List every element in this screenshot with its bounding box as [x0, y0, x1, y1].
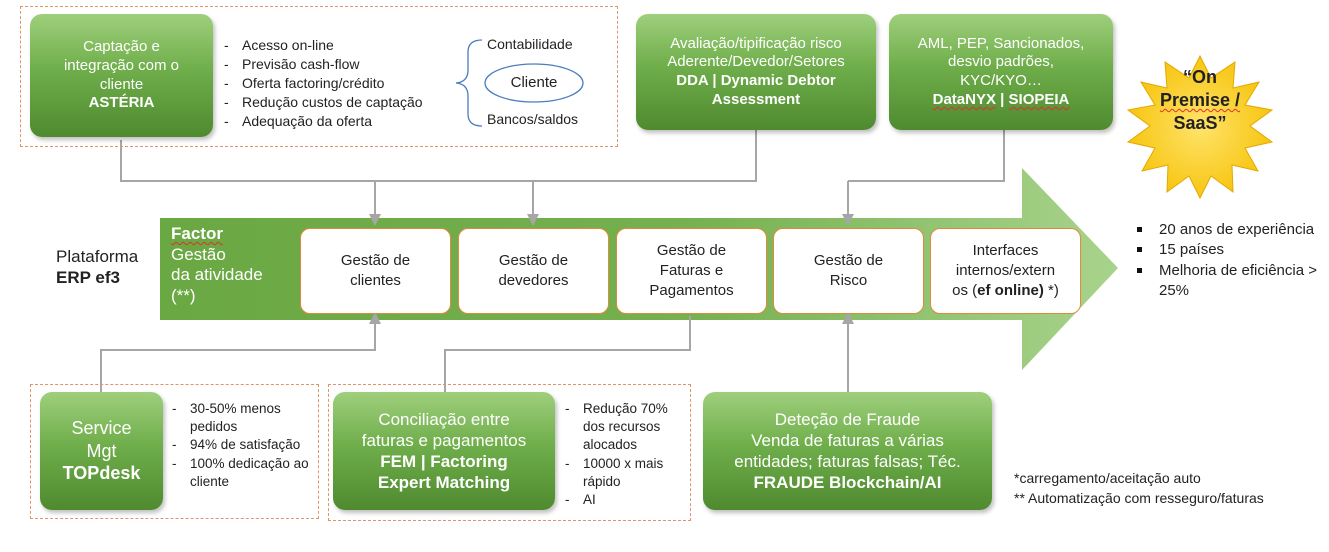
interfaces-line-3c: *)	[1043, 282, 1059, 300]
module-risk-management: Gestão de Risco	[773, 228, 924, 314]
brace-bottom-label: Bancos/saldos	[487, 111, 579, 127]
star-line-3: SaaS”	[1173, 113, 1227, 134]
module-line: devedores	[498, 272, 569, 289]
aml-line-2: desvio padrões,	[948, 53, 1054, 71]
asteria-line-1: Captação e	[83, 38, 160, 55]
fem-bullets: Redução 70% dos recursos alocados 10000 …	[563, 400, 687, 510]
asteria-line-3: cliente	[99, 75, 144, 93]
benefits-list: 20 anos de experiência 15 países Melhori…	[1133, 220, 1323, 301]
fem-line-1: Conciliação entre	[378, 409, 510, 429]
interfaces-line-1: Interfaces	[972, 241, 1039, 259]
asteria-line-2: integração com o	[63, 56, 180, 74]
star-line-1: “On	[1183, 67, 1217, 87]
footnotes: *carregamento/aceitação auto ** Automati…	[1014, 469, 1264, 508]
factor-label: Factor Gestão da atividade (**)	[171, 224, 263, 307]
platform-label: Plataforma ERP ef3	[56, 246, 138, 289]
star-line-2: Premise /	[1159, 90, 1241, 111]
brace-center-label: Cliente	[510, 74, 558, 91]
aml-brand-b: SIOPEIA	[1008, 90, 1070, 108]
service-bullet: 100% dedicação ao cliente	[170, 455, 315, 491]
service-bullet: 94% de satisfação	[170, 436, 315, 454]
dda-bold-2: Assessment	[711, 90, 801, 108]
module-interfaces: Interfaces internos/extern os (ef online…	[930, 228, 1081, 314]
service-bullets: 30-50% menos pedidos 94% de satisfação 1…	[170, 400, 315, 491]
asteria-bullet: Oferta factoring/crédito	[222, 74, 423, 93]
asteria-bullet: Adequação da oferta	[222, 112, 423, 131]
fraud-bold: FRAUDE Blockchain/AI	[753, 473, 942, 493]
benefit-item: 15 países	[1133, 240, 1323, 260]
benefit-item: Melhoria de eficiência > 25%	[1133, 261, 1323, 302]
interfaces-line-2: internos/extern	[955, 261, 1056, 279]
fem-bullet: AI	[563, 491, 687, 509]
asteria-frame	[20, 6, 618, 147]
service-bullet: 30-50% menos pedidos	[170, 400, 315, 436]
fraud-line-3: entidades; faturas falsas; Téc.	[734, 452, 961, 471]
factor-line-3: (**)	[171, 286, 196, 306]
star-shape	[1126, 54, 1274, 200]
aml-line-1: AML, PEP, Sancionados,	[917, 34, 1085, 52]
dda-line-1: Avaliação/tipificação risco	[670, 34, 842, 52]
interfaces-line-3a: os (	[952, 282, 978, 300]
module-debtor-management: Gestão de devedores	[458, 228, 609, 314]
asteria-bullet: Previsão cash-flow	[222, 55, 423, 74]
fem-bullet: Redução 70% dos recursos alocados	[563, 400, 687, 455]
service-frame	[30, 384, 319, 519]
factor-line-2: da atividade	[171, 265, 263, 285]
fem-box: Conciliação entre faturas e pagamentos F…	[333, 392, 555, 510]
platform-line-2: ERP ef3	[56, 268, 120, 288]
fem-frame	[328, 384, 691, 521]
fem-line-2: faturas e pagamentos	[361, 430, 527, 450]
benefit-item: 20 anos de experiência	[1133, 220, 1323, 240]
fem-bold-2: Expert Matching	[377, 473, 511, 493]
module-line: Risco	[829, 272, 868, 289]
fem-bullet: 10000 x mais rápido	[563, 455, 687, 491]
module-invoice-management: Gestão de Faturas e Pagamentos	[616, 228, 767, 314]
aml-brand-sep: |	[995, 90, 1009, 108]
client-ellipse	[484, 63, 584, 103]
factor-line-1: Gestão	[171, 244, 226, 264]
asteria-bullet: Acesso on-line	[222, 36, 423, 55]
module-line: Gestão de	[340, 251, 411, 269]
module-client-management: Gestão de clientes	[300, 228, 451, 314]
service-box: Service Mgt TOPdesk	[40, 392, 163, 510]
curly-brace	[455, 39, 483, 127]
service-brand: TOPdesk	[62, 463, 141, 484]
aml-brand-a: DataNYX	[932, 90, 996, 108]
asteria-box: Captação e integração com o cliente ASTÉ…	[30, 14, 213, 137]
fraud-box: Deteção de Fraude Venda de faturas a vár…	[703, 392, 992, 510]
footnote-1: *carregamento/aceitação auto	[1014, 470, 1201, 486]
dda-bold-1: DDA | Dynamic Debtor	[676, 72, 836, 89]
star-label: “On Premise / SaaS”	[1140, 66, 1260, 135]
fraud-line-2: Venda de faturas a várias	[751, 430, 944, 450]
asteria-bullet: Redução custos de captação	[222, 93, 423, 112]
dda-line-2: Aderente/Devedor/Setores	[667, 53, 845, 71]
platform-line-1: Plataforma	[56, 247, 139, 266]
module-line: Faturas e	[659, 261, 724, 279]
module-line: Gestão de	[498, 251, 569, 269]
interfaces-line-3b: ef online)	[977, 282, 1044, 300]
fraud-line-1: Deteção de Fraude	[774, 409, 921, 429]
brace-top-label: Contabilidade	[487, 36, 573, 52]
dda-box: Avaliação/tipificação risco Aderente/Dev…	[636, 14, 876, 130]
module-line: Pagamentos	[649, 282, 734, 300]
footnote-2: ** Automatização com resseguro/faturas	[1014, 489, 1264, 506]
aml-line-3: KYC/KYO…	[960, 72, 1042, 89]
asteria-brand: ASTÉRIA	[88, 94, 155, 112]
aml-box: AML, PEP, Sancionados, desvio padrões, K…	[889, 14, 1113, 130]
service-line-2: Mgt	[86, 440, 117, 461]
factor-title: Factor	[171, 224, 223, 243]
service-line-1: Service	[71, 418, 132, 439]
module-line: clientes	[350, 272, 401, 289]
top-connectors	[120, 127, 1005, 226]
module-line: Gestão de	[813, 251, 884, 269]
fem-bold-1: FEM | Factoring	[380, 452, 508, 471]
asteria-bullets: Acesso on-line Previsão cash-flow Oferta…	[222, 36, 423, 130]
bottom-connectors	[100, 312, 854, 392]
module-line: Gestão de	[656, 241, 727, 259]
